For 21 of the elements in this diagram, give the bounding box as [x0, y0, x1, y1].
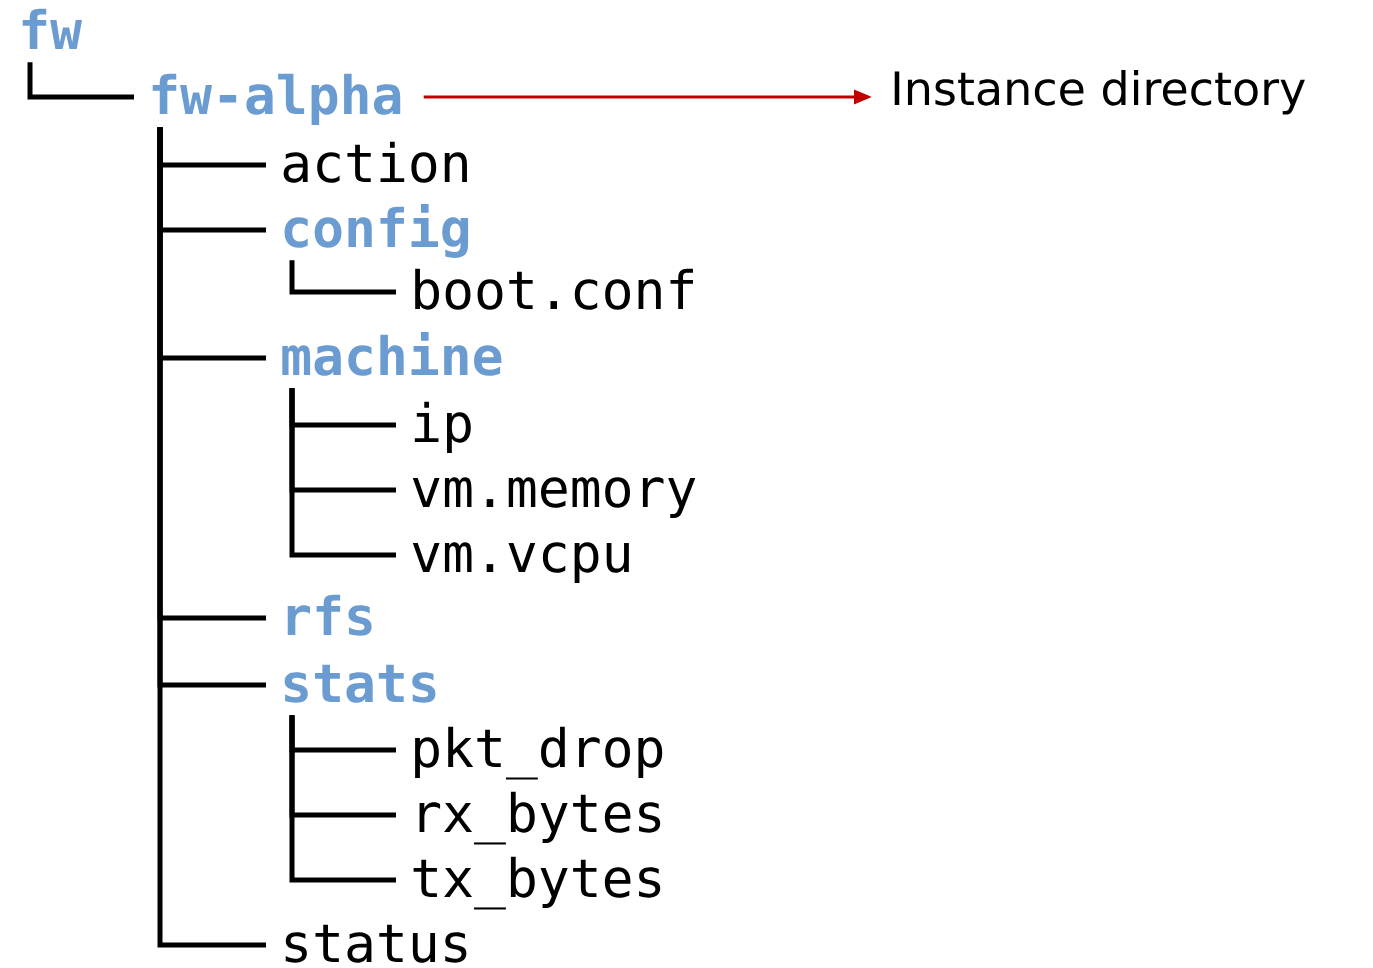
file-name: rx_bytes: [419, 791, 661, 845]
folder-name: machine: [282, 331, 502, 376]
annotation-text: Instance directory: [894, 70, 1305, 115]
tree-connector: [157, 127, 266, 948]
tree-connector: [289, 260, 396, 295]
file-name: pkt_drop: [415, 726, 663, 780]
tree-connector: [27, 62, 134, 100]
folder-name: rfs: [287, 594, 372, 636]
tree-connector: [289, 388, 396, 558]
file-name: status: [285, 924, 467, 963]
folder-name: config: [284, 203, 469, 258]
file-name: action: [283, 141, 467, 183]
file-name: boot.conf: [415, 268, 693, 310]
folder-name: stats: [284, 664, 436, 703]
tree-connector: [289, 715, 396, 883]
file-name: tx_bytes: [413, 856, 661, 910]
folder-name: fw-alpha: [152, 73, 401, 125]
file-name: ip: [414, 401, 471, 453]
file-name: vm.vcpu: [412, 542, 629, 583]
file-name: vm.memory: [412, 477, 696, 518]
folder-name: fw: [22, 8, 82, 49]
